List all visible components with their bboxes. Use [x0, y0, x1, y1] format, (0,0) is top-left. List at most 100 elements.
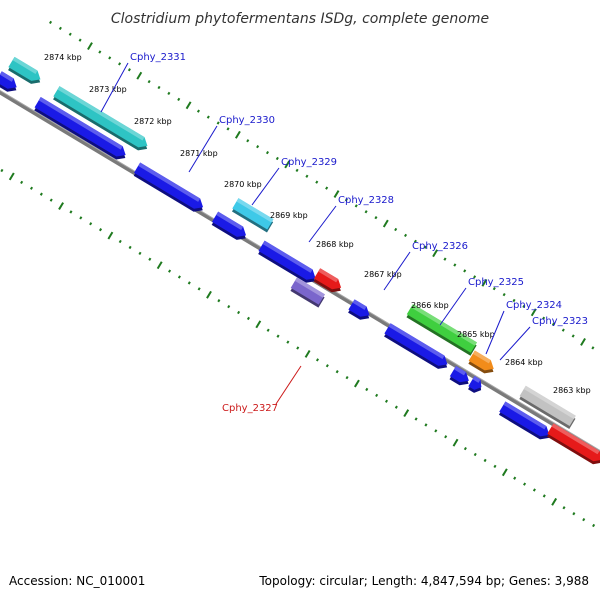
kbp-tick [365, 387, 369, 392]
kbp-tick [333, 190, 340, 198]
gene-label-leader [100, 62, 129, 113]
kbp-tick [404, 233, 408, 238]
kbp-tick [156, 261, 163, 270]
kbp-tick [325, 364, 329, 368]
kbp-tick [344, 198, 348, 202]
kbp-tick [185, 101, 192, 110]
kbp-tick [58, 202, 64, 210]
kbp-tick [572, 512, 576, 516]
gene-feature[interactable] [53, 86, 148, 151]
kbp-tick [8, 172, 15, 181]
kbp-tick [265, 150, 270, 155]
kbp-tick [582, 517, 586, 522]
kbp-tick-label: 2873 kbp [89, 85, 127, 94]
kbp-tick [364, 210, 368, 214]
kbp-tick [453, 263, 457, 267]
kbp-tick [562, 506, 566, 510]
kbp-tick [69, 210, 73, 214]
kbp-tick [481, 278, 488, 287]
kbp-tick [226, 127, 230, 131]
kbp-tick [128, 245, 132, 250]
gene-label-leader [485, 310, 505, 355]
kbp-tick [147, 79, 151, 84]
gene-label[interactable]: Cphy_2327 [222, 403, 278, 414]
kbp-tick [20, 180, 24, 184]
kbp-tick [256, 145, 260, 149]
kbp-tick [512, 298, 516, 303]
gene-label[interactable]: Cphy_2326 [412, 241, 468, 252]
kbp-tick [246, 316, 250, 321]
gene-feature[interactable] [211, 211, 247, 240]
kbp-tick [49, 198, 53, 202]
gene-label[interactable]: Cphy_2324 [506, 300, 562, 311]
gene-label-leader [439, 287, 467, 326]
gene-feature[interactable] [290, 277, 325, 308]
kbp-tick [473, 452, 477, 457]
gene-label[interactable]: Cphy_2323 [532, 316, 588, 327]
kbp-tick [148, 257, 152, 261]
kbp-tick [127, 68, 131, 72]
kbp-tick [522, 304, 526, 309]
kbp-tick [276, 334, 280, 338]
tick-rows [0, 20, 596, 528]
gene-label[interactable]: Cphy_2328 [338, 195, 394, 206]
gene-feature[interactable] [406, 304, 477, 356]
kbp-tick [315, 358, 320, 362]
gene-label[interactable]: Cphy_2329 [281, 157, 337, 168]
gene-label-leader [499, 326, 531, 361]
kbp-tick [237, 310, 241, 315]
kbp-tick [551, 497, 558, 506]
kbp-tick [118, 62, 122, 66]
kbp-tick [532, 488, 536, 492]
kbp-tick [58, 26, 62, 30]
kbp-tick [382, 219, 389, 228]
kbp-tick-label: 2864 kbp [505, 358, 543, 367]
kbp-tick [118, 239, 122, 244]
kbp-tick [345, 375, 349, 380]
kbp-tick [168, 269, 172, 273]
kbp-tick [99, 228, 103, 232]
kbp-tick [394, 405, 398, 409]
kbp-tick [177, 97, 181, 101]
gene-feature[interactable] [258, 240, 316, 283]
kbp-tick [492, 287, 496, 291]
kbp-tick [227, 304, 231, 309]
kbp-tick [87, 42, 93, 51]
gene-feature[interactable] [133, 162, 204, 212]
gene-feature[interactable] [8, 56, 41, 84]
kbp-tick-label: 2871 kbp [180, 149, 218, 158]
kbp-tick [444, 435, 448, 439]
kbp-tick [513, 476, 517, 480]
gene-features [0, 56, 600, 465]
kbp-tick [463, 446, 467, 451]
kbp-tick [403, 409, 410, 418]
gene-label[interactable]: Cphy_2331 [130, 52, 186, 63]
kbp-tick [296, 346, 300, 350]
gene-feature[interactable] [231, 198, 274, 233]
gene-feature[interactable] [348, 299, 370, 320]
kbp-tick [304, 349, 311, 358]
gene-feature[interactable] [547, 423, 600, 465]
kbp-tick-label: 2869 kbp [270, 211, 308, 220]
kbp-tick [98, 50, 102, 54]
kbp-tick [571, 334, 575, 338]
kbp-tick [315, 180, 319, 184]
gene-feature[interactable] [519, 385, 576, 429]
gene-feature[interactable] [34, 97, 126, 160]
gene-feature[interactable] [0, 71, 17, 92]
gene-label[interactable]: Cphy_2330 [219, 115, 275, 126]
kbp-tick [580, 337, 586, 346]
gene-feature[interactable] [468, 375, 482, 393]
kbp-tick [443, 257, 447, 261]
gene-label[interactable]: Cphy_2325 [468, 277, 524, 288]
kbp-tick [167, 91, 171, 96]
kbp-tick [463, 269, 467, 273]
gene-feature[interactable] [384, 323, 448, 369]
gene-feature[interactable] [498, 401, 550, 440]
gene-feature[interactable] [449, 366, 469, 386]
gene-feature[interactable] [468, 350, 494, 374]
kbp-tick [335, 370, 339, 374]
kbp-tick [197, 287, 201, 291]
gene-feature[interactable] [313, 268, 342, 293]
